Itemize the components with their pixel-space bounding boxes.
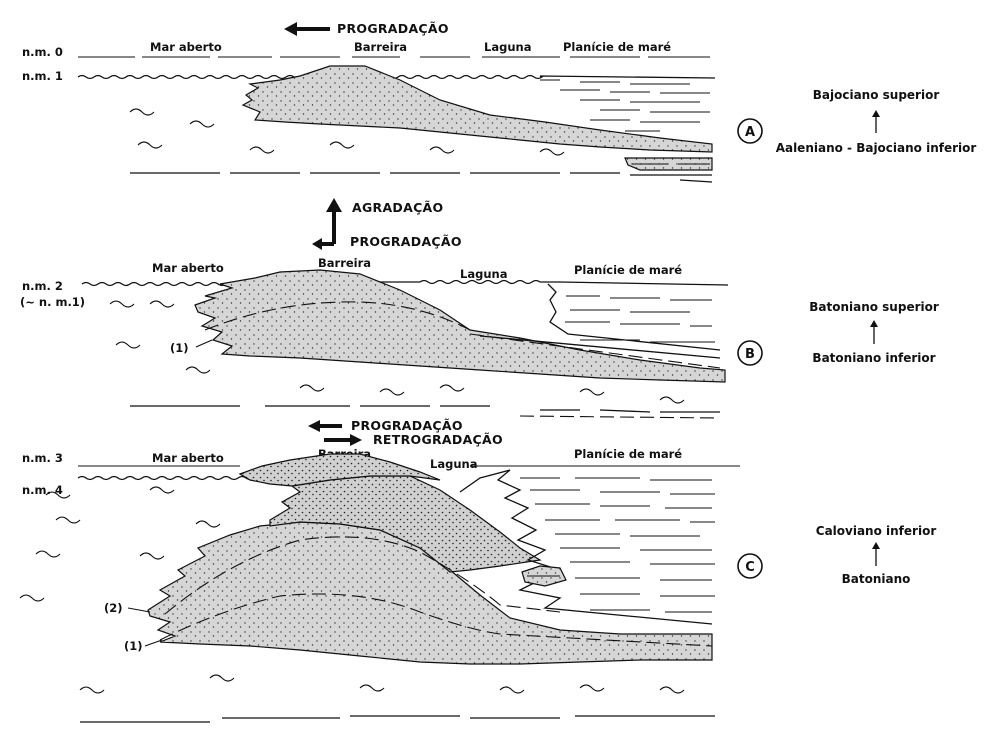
progradation-arrow-c	[308, 420, 342, 432]
env-label-open-sea-a: Mar aberto	[150, 40, 222, 54]
sea-level-label-1: n.m. 1	[22, 69, 63, 83]
age-upper-a: Bajociano superior	[813, 88, 940, 102]
sea-level-label-4: n.m. 4	[22, 483, 63, 497]
retrogradation-arrow-c	[324, 434, 362, 446]
env-label-open-sea-c: Mar aberto	[152, 451, 224, 465]
age-lower-b: Batoniano inferior	[812, 351, 935, 365]
trend-label-c-retrogradation: RETROGRADAÇÃO	[373, 432, 503, 447]
panel-a-letter: A	[745, 125, 755, 140]
sea-level-label-2: n.m. 2	[22, 279, 63, 293]
env-label-tidal-flat-a: Planície de maré	[563, 40, 671, 54]
barrier-sand-body-b	[195, 270, 725, 382]
panel-c: PROGRADAÇÃO RETROGRADAÇÃO n.m. 3 n.m. 4 …	[20, 418, 936, 722]
unit-label-b-1: (1)	[170, 341, 189, 355]
trend-label-a: PROGRADAÇÃO	[337, 21, 449, 36]
sea-level-label-3: n.m. 3	[22, 451, 63, 465]
env-label-tidal-flat-c: Planície de maré	[574, 447, 682, 461]
age-arrow-c	[872, 542, 880, 566]
panel-a: PROGRADAÇÃO n.m. 0 n.m. 1 Mar aberto Bar…	[22, 21, 976, 182]
trend-label-c-progradation: PROGRADAÇÃO	[351, 418, 463, 433]
panel-b-letter: B	[745, 347, 755, 362]
age-upper-c: Caloviano inferior	[816, 524, 937, 538]
unit-label-c-2: (2)	[104, 601, 123, 615]
env-label-lagoon-c: Laguna	[430, 457, 477, 471]
panel-b: AGRADAÇÃO PROGRADAÇÃO n.m. 2 (~ n. m.1) …	[20, 198, 939, 418]
env-label-lagoon-b: Laguna	[460, 267, 507, 281]
env-label-open-sea-b: Mar aberto	[152, 261, 224, 275]
unit-label-c-1: (1)	[124, 639, 143, 653]
env-label-lagoon-a: Laguna	[484, 40, 531, 54]
age-arrow-a	[872, 110, 880, 133]
env-label-barrier-b: Barreira	[318, 256, 371, 270]
sea-level-label-0: n.m. 0	[22, 45, 63, 59]
panel-c-letter: C	[745, 560, 755, 575]
barrier-sand-body-a	[243, 66, 712, 152]
aggradation-progradation-arrow	[312, 198, 342, 250]
trend-label-b-progradation: PROGRADAÇÃO	[350, 234, 462, 249]
env-label-tidal-flat-b: Planície de maré	[574, 263, 682, 277]
age-lower-a: Aaleniano - Bajociano inferior	[776, 141, 977, 155]
progradation-arrow-a	[284, 22, 330, 36]
age-upper-b: Batoniano superior	[809, 300, 939, 314]
trend-label-b-aggradation: AGRADAÇÃO	[352, 200, 443, 215]
env-label-barrier-a: Barreira	[354, 40, 407, 54]
age-lower-c: Batoniano	[842, 572, 911, 586]
sea-level-label-2-note: (~ n. m.1)	[20, 295, 85, 309]
age-arrow-b	[870, 320, 878, 344]
